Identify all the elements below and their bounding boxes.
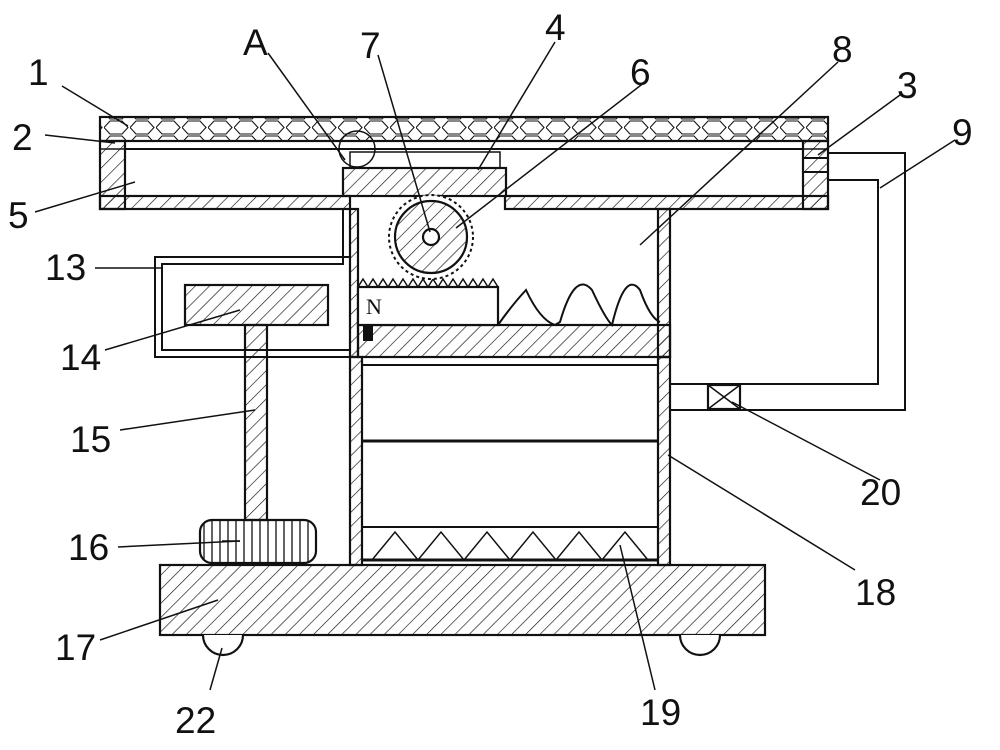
support-rod <box>243 323 269 522</box>
label-8: 8 <box>832 29 853 70</box>
label-9: 9 <box>952 112 973 153</box>
label-16: 16 <box>68 527 109 568</box>
label-15: 15 <box>70 419 111 460</box>
label-4: 4 <box>545 7 566 48</box>
lower-rack: N <box>356 277 500 341</box>
label-19: 19 <box>640 692 681 733</box>
motor <box>198 518 318 565</box>
upper-housing <box>98 139 830 211</box>
label-6: 6 <box>630 52 651 93</box>
part-labels: 1 2 5 A 7 4 6 8 3 9 13 14 15 16 17 22 19… <box>8 7 973 741</box>
top-plate <box>98 115 830 143</box>
lower-tank <box>348 355 672 567</box>
wheels <box>201 634 722 657</box>
label-A: A <box>243 22 268 63</box>
pipe <box>670 152 906 411</box>
label-3: 3 <box>897 65 918 106</box>
label-13: 13 <box>45 247 86 288</box>
label-5: 5 <box>8 195 29 236</box>
magnet-mark: N <box>366 294 382 319</box>
label-14: 14 <box>60 337 101 378</box>
label-20: 20 <box>860 472 901 513</box>
label-18: 18 <box>855 572 896 613</box>
side-chamber <box>154 209 358 358</box>
label-7: 7 <box>360 25 381 66</box>
gear <box>388 194 474 280</box>
label-1: 1 <box>28 52 49 93</box>
label-17: 17 <box>55 627 96 668</box>
label-2: 2 <box>12 117 33 158</box>
leader-lines <box>34 41 956 691</box>
central-housing <box>348 207 672 359</box>
label-22: 22 <box>175 700 216 741</box>
dotted-layer <box>99 140 829 150</box>
base-plate <box>158 563 767 637</box>
upper-rack <box>338 130 508 198</box>
